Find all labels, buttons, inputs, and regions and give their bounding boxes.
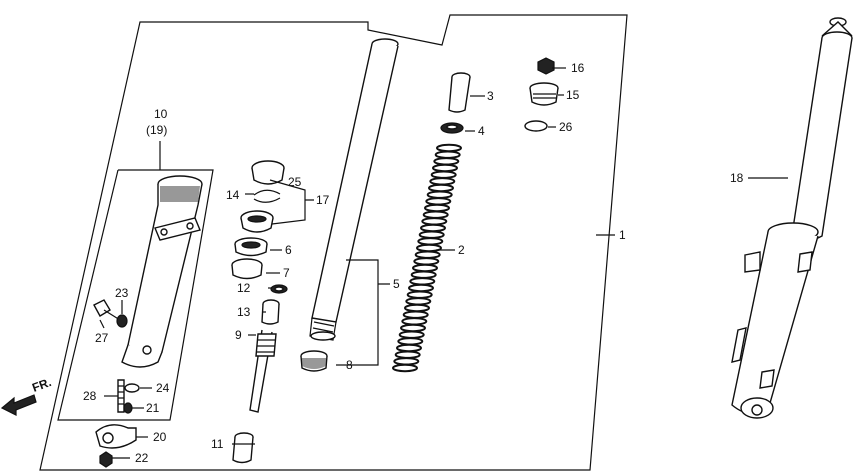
part-label: 18 [730,171,744,185]
spring-coil [421,217,448,226]
part-label: 21 [146,401,160,415]
part-label: 14 [226,188,240,202]
spring-coil [428,183,454,193]
axle-nut [99,451,113,468]
cap-o-ring [524,120,548,132]
stopper-ring [253,189,281,203]
spring-collar [448,72,471,113]
part-label: 15 [566,88,580,102]
fork-slider [121,175,203,368]
spring-coil [430,170,457,179]
part-label: 11 [211,437,224,451]
fork-assembly-complete [731,17,853,419]
socket-bolt [93,299,121,321]
spring-coil [412,263,438,273]
spring-coil [417,237,444,246]
slider-bushing-upper [231,258,263,280]
fork-spring [392,143,462,373]
spring-coil [394,350,421,359]
part-label: 26 [559,120,573,134]
axle-holder [95,424,137,449]
part-label: 6 [285,243,292,257]
back-up-ring [234,237,268,257]
spring-coil [432,163,458,173]
part-label: 17 [316,193,330,207]
dust-seal [251,160,285,185]
spring-coil [400,323,426,333]
part-label: 3 [487,89,494,103]
spring-coil [398,330,425,339]
spring-coil [434,150,461,159]
spring-coil [402,310,429,319]
spring-coil [408,283,434,293]
assembly-frame [39,14,628,471]
spring-coil [409,277,436,286]
fork-cap-bolt [529,82,559,106]
part-label: 7 [283,266,290,280]
spring-coil [410,270,437,279]
part-label: (19) [146,123,167,137]
part-label: 8 [346,358,353,372]
spring-coil [424,203,450,213]
part-label: 22 [135,451,149,465]
spring-coil [436,143,462,153]
slider-bracket-frame [57,169,214,421]
part-label: 4 [478,124,485,138]
spring-coil [418,230,445,239]
fork-tube [309,38,399,341]
spring-coil [426,190,453,199]
slider-bushing [300,350,328,372]
spring-coil [404,303,430,313]
spring-coil [393,357,420,366]
direction-label: FR. [30,375,53,395]
spring-coil [405,297,432,306]
spring-seat [440,122,464,134]
spring-coil [429,177,456,186]
part-label: 23 [115,286,129,300]
front-direction-arrow-icon [0,394,37,416]
air-valve-cap [537,57,555,75]
oil-seal [240,210,274,233]
part-label: 24 [156,381,170,395]
spring-coil [420,223,446,233]
part-label: 10 [154,107,168,121]
washer-21 [123,402,133,414]
part-label: 12 [237,281,251,295]
part-label: 27 [95,331,109,345]
part-label: 20 [153,430,167,444]
spring-coil [397,337,424,346]
spring-coil [433,157,460,166]
sealing-washer-23 [116,314,128,328]
part-label: 9 [235,328,242,342]
axle-washer [124,383,140,393]
spring-coil [396,343,422,353]
part-label: 25 [288,175,302,189]
part-label: 1 [619,228,626,242]
rebound-spring [261,299,280,325]
spring-coil [401,317,428,326]
oil-lock-piece [232,432,254,464]
stud-bolt [117,379,125,413]
piston-ring [270,284,288,294]
spring-coil [425,197,452,206]
spring-coil [414,250,441,259]
spring-coil [413,257,440,266]
part-label: 16 [571,61,585,75]
spring-coil [392,363,418,373]
leader-lines [99,67,788,459]
part-label: 28 [83,389,97,403]
part-label: 13 [237,305,251,319]
spring-coil [406,290,433,299]
spring-coil [422,210,449,219]
part-label: 5 [393,277,400,291]
fork-piston [249,329,277,413]
part-label: 2 [458,243,465,257]
